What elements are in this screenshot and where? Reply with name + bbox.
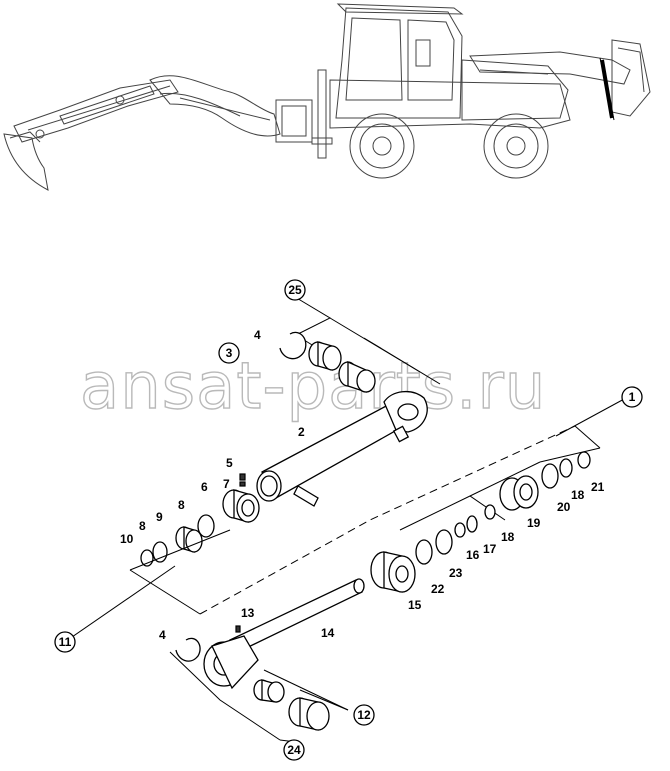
callout-17: 17 xyxy=(483,542,497,556)
callout-16: 16 xyxy=(466,548,480,562)
callout-number: 1 xyxy=(629,390,636,404)
callout-1: 1 xyxy=(621,386,643,408)
callout-6: 6 xyxy=(201,480,208,494)
callout-12: 12 xyxy=(353,704,375,726)
piston-rod xyxy=(203,578,365,690)
callout-number: 16 xyxy=(466,548,480,562)
callout-number: 21 xyxy=(591,480,605,494)
piston-seal xyxy=(499,475,539,511)
callout-number: 4 xyxy=(159,628,166,642)
callout-number: 20 xyxy=(557,500,571,514)
callout-25: 25 xyxy=(284,279,306,301)
exploded-parts xyxy=(71,296,627,743)
callout-number: 18 xyxy=(571,488,585,502)
callout-13: 13 xyxy=(241,606,255,620)
bushing-3 xyxy=(338,360,376,393)
callout-11: 11 xyxy=(54,631,76,653)
callout-number: 12 xyxy=(357,708,371,722)
callout-18-b: 18 xyxy=(571,488,585,502)
callout-number: 22 xyxy=(431,582,445,596)
callout-number: 23 xyxy=(449,566,463,580)
callout-number: 14 xyxy=(321,626,335,640)
callout-14: 14 xyxy=(321,626,335,640)
callout-number: 25 xyxy=(288,283,302,297)
callout-8-b: 8 xyxy=(139,519,146,533)
callout-4-bottom: 4 xyxy=(159,628,166,642)
callout-7: 7 xyxy=(223,477,230,491)
callout-5: 5 xyxy=(226,456,233,470)
callout-number: 13 xyxy=(241,606,255,620)
callout-15: 15 xyxy=(408,598,422,612)
cylinder-barrel xyxy=(256,391,428,507)
callout-10: 10 xyxy=(120,532,134,546)
cylinder-head xyxy=(222,489,260,523)
piston xyxy=(370,551,416,593)
callout-3: 3 xyxy=(218,342,240,364)
callout-number: 19 xyxy=(527,516,541,530)
callout-number: 2 xyxy=(298,425,305,439)
snap-ring xyxy=(279,331,307,360)
backhoe-loader-illustration xyxy=(3,3,651,191)
callout-number: 15 xyxy=(408,598,422,612)
callout-labels: 1 2 3 4 4 5 6 7 8 8 9 10 11 12 13 14 15 … xyxy=(54,279,643,761)
callout-24: 24 xyxy=(283,739,305,761)
callout-22: 22 xyxy=(431,582,445,596)
callout-number: 10 xyxy=(120,532,134,546)
callout-number: 6 xyxy=(201,480,208,494)
callout-23: 23 xyxy=(449,566,463,580)
callout-number: 18 xyxy=(501,530,515,544)
callout-number: 8 xyxy=(178,498,185,512)
callout-number: 17 xyxy=(483,542,497,556)
callout-20: 20 xyxy=(557,500,571,514)
callout-19: 19 xyxy=(527,516,541,530)
callout-18-a: 18 xyxy=(501,530,515,544)
bushing-top xyxy=(308,341,342,371)
callout-number: 7 xyxy=(223,477,230,491)
callout-8-a: 8 xyxy=(178,498,185,512)
callout-2: 2 xyxy=(298,425,305,439)
callout-number: 4 xyxy=(254,328,261,342)
callout-number: 3 xyxy=(226,346,233,360)
callout-21: 21 xyxy=(591,480,605,494)
callout-number: 5 xyxy=(226,456,233,470)
callout-number: 24 xyxy=(287,743,301,757)
bushing-bottom xyxy=(253,679,330,731)
callout-4-top: 4 xyxy=(254,328,261,342)
callout-number: 8 xyxy=(139,519,146,533)
callout-number: 11 xyxy=(59,635,72,649)
callout-number: 9 xyxy=(156,510,163,524)
callout-9: 9 xyxy=(156,510,163,524)
